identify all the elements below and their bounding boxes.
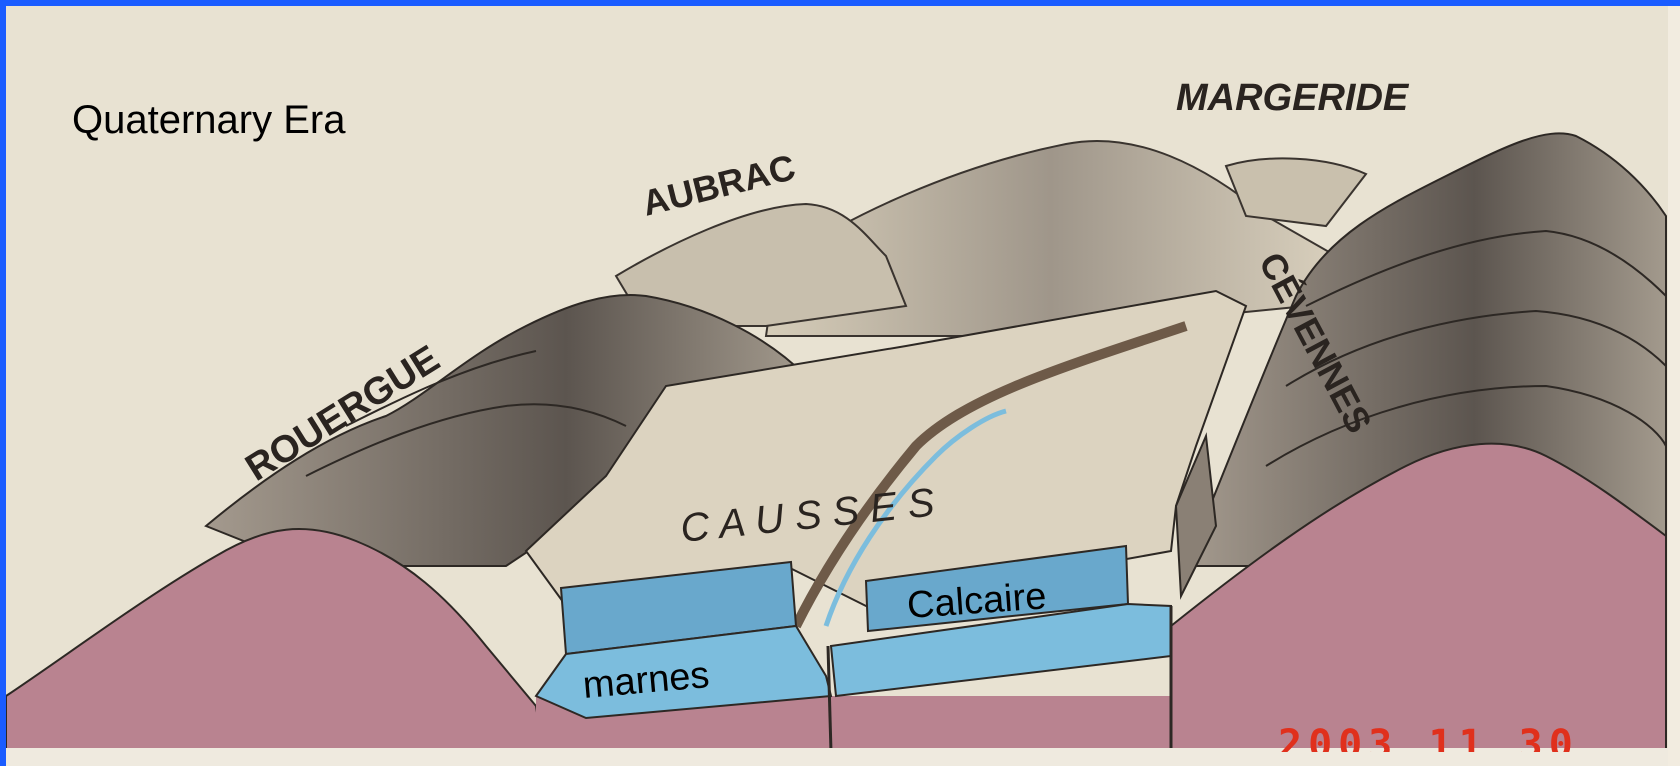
era-title: Quaternary Era [72, 98, 345, 143]
date-stamp: 2003 11 30 [1278, 722, 1579, 752]
margeride-far-ridge [1226, 158, 1366, 226]
label-margeride: MARGERIDE [1176, 77, 1410, 119]
right-edge [1668, 6, 1680, 766]
